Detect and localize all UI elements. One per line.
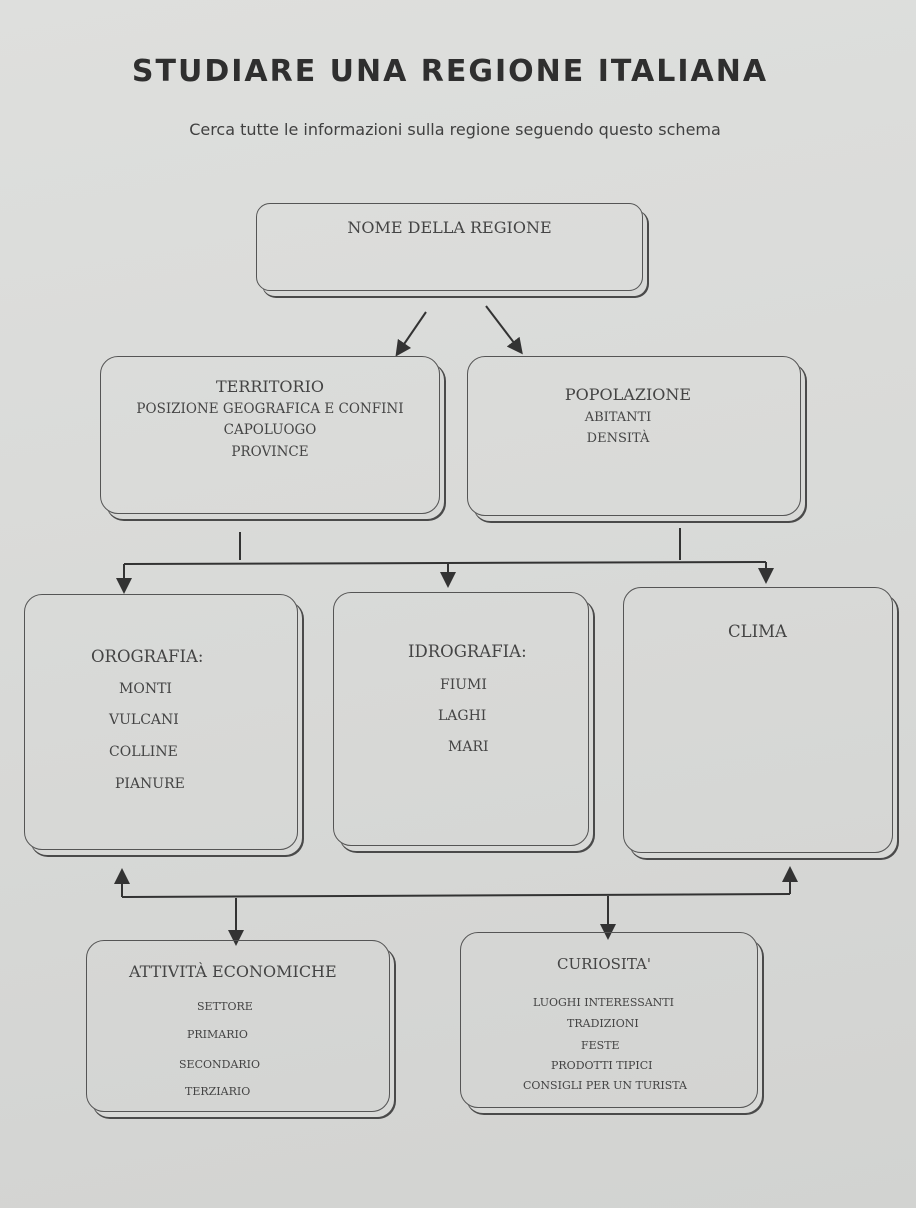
curiosita-item: FESTE: [581, 1039, 620, 1052]
orografia-item: MONTI: [119, 681, 172, 697]
popolazione-heading: POPOLAZIONE: [564, 385, 692, 404]
page-subtitle: Cerca tutte le informazioni sulla region…: [189, 120, 721, 139]
territorio-box: TERRITORIO POSIZIONE GEOGRAFICA E CONFIN…: [100, 356, 440, 514]
territorio-item: POSIZIONE GEOGRAFICA E CONFINI: [136, 401, 404, 417]
idrografia-item: LAGHI: [438, 708, 487, 724]
curiosita-heading: CURIOSITA': [557, 955, 651, 973]
idrografia-box: IDROGRAFIA: FIUMI LAGHI MARI: [333, 592, 589, 846]
territorio-item: PROVINCE: [231, 444, 309, 460]
curiosita-item: PRODOTTI TIPICI: [551, 1059, 653, 1072]
attivita-item: SECONDARIO: [179, 1058, 261, 1071]
curiosita-item: TRADIZIONI: [567, 1017, 639, 1030]
attivita-item: TERZIARIO: [185, 1085, 251, 1098]
page-title: STUDIARE UNA REGIONE ITALIANA: [131, 54, 769, 89]
orografia-item: VULCANI: [109, 712, 179, 728]
attivita-item: PRIMARIO: [187, 1028, 248, 1041]
region-name-label: NOME DELLA REGIONE: [347, 218, 552, 237]
orografia-box: OROGRAFIA: MONTI VULCANI COLLINE PIANURE: [24, 594, 298, 850]
orografia-heading: OROGRAFIA:: [91, 647, 204, 666]
popolazione-item: ABITANTI: [584, 410, 652, 425]
region-name-box: NOME DELLA REGIONE: [256, 203, 643, 291]
orografia-item: PIANURE: [115, 776, 185, 792]
attivita-economiche-box: ATTIVITÀ ECONOMICHE SETTORE PRIMARIO SEC…: [86, 940, 390, 1112]
curiosita-item: CONSIGLI PER UN TURISTA: [523, 1079, 687, 1092]
clima-box: CLIMA: [623, 587, 893, 853]
attivita-item: SETTORE: [197, 1000, 253, 1013]
idrografia-item: FIUMI: [440, 677, 487, 693]
idrografia-heading: IDROGRAFIA:: [408, 642, 527, 661]
territorio-item: CAPOLUOGO: [223, 422, 317, 438]
curiosita-box: CURIOSITA' LUOGHI INTERESSANTI TRADIZION…: [460, 932, 758, 1108]
popolazione-box: POPOLAZIONE ABITANTI DENSITÀ: [467, 356, 801, 516]
popolazione-item: DENSITÀ: [586, 431, 650, 446]
territorio-heading: TERRITORIO: [215, 377, 325, 396]
curiosita-item: LUOGHI INTERESSANTI: [533, 996, 674, 1009]
attivita-heading: ATTIVITÀ ECONOMICHE: [129, 962, 337, 981]
clima-heading: CLIMA: [728, 622, 787, 641]
orografia-item: COLLINE: [109, 744, 178, 760]
idrografia-item: MARI: [448, 739, 489, 755]
